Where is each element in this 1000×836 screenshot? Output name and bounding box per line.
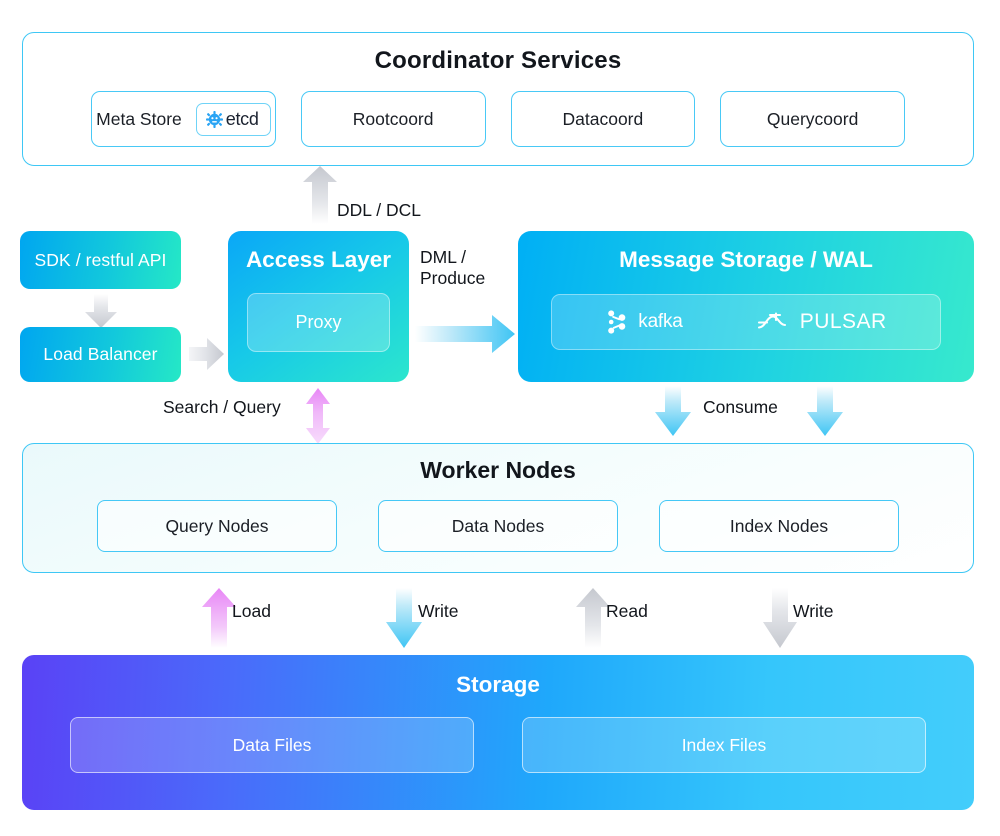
- arrow-sdk-to-lb: [85, 294, 117, 328]
- proxy-label: Proxy: [295, 312, 342, 332]
- arrow-label-dml-produce: DML / Produce: [420, 247, 486, 288]
- coordinator-services-panel: Coordinator Services Meta Store: [22, 32, 974, 166]
- data-files-label: Data Files: [232, 734, 312, 755]
- coordinator-box-meta-store[interactable]: Meta Store: [91, 91, 276, 147]
- datacoord-label: Datacoord: [562, 108, 644, 129]
- arrow-label-consume: Consume: [703, 397, 778, 417]
- storage-panel: Storage Data Files Index Files: [22, 655, 974, 810]
- arrow-label-load: Load: [232, 601, 271, 621]
- worker-boxes-row: Query Nodes Data Nodes Index Nodes: [97, 500, 899, 552]
- arrow-consume-left: [655, 386, 691, 436]
- worker-box-query-nodes[interactable]: Query Nodes: [97, 500, 337, 552]
- rootcoord-label: Rootcoord: [352, 108, 434, 129]
- pulsar-wordmark: PULSAR: [799, 310, 887, 333]
- arrow-dml-produce: [415, 315, 515, 353]
- storage-box-data-files[interactable]: Data Files: [70, 717, 474, 773]
- sdk-restful-api-box[interactable]: SDK / restful API: [20, 231, 181, 289]
- load-balancer-label: Load Balancer: [43, 344, 158, 364]
- kafka-brand[interactable]: kafka: [605, 309, 683, 335]
- arrow-write-left: [386, 588, 422, 648]
- sdk-restful-api-label: SDK / restful API: [34, 249, 167, 270]
- proxy-box[interactable]: Proxy: [247, 293, 390, 352]
- pulsar-logo-icon: [757, 311, 791, 333]
- coordinator-box-datacoord[interactable]: Datacoord: [510, 91, 696, 147]
- message-storage-wal-box[interactable]: Message Storage / WAL: [518, 231, 974, 382]
- storage-title: Storage: [456, 672, 540, 697]
- arrow-label-search-query: Search / Query: [163, 397, 281, 417]
- storage-box-index-files[interactable]: Index Files: [522, 717, 926, 773]
- arrow-lb-to-access: [189, 338, 224, 370]
- storage-boxes-row: Data Files Index Files: [70, 717, 926, 773]
- message-storage-brands-panel: kafka PULSAR: [551, 294, 941, 350]
- worker-box-index-nodes[interactable]: Index Nodes: [659, 500, 899, 552]
- pulsar-brand[interactable]: PULSAR: [757, 310, 887, 334]
- arrow-search-query: [306, 388, 330, 444]
- access-layer-title: Access Layer: [245, 247, 392, 272]
- message-storage-title: Message Storage / WAL: [619, 247, 873, 272]
- arrow-label-write-left: Write: [418, 601, 459, 621]
- load-balancer-box[interactable]: Load Balancer: [20, 327, 181, 382]
- worker-box-data-nodes[interactable]: Data Nodes: [378, 500, 618, 552]
- querycoord-label: Querycoord: [766, 108, 859, 129]
- kafka-wordmark: kafka: [638, 311, 683, 332]
- coordinator-services-title: Coordinator Services: [374, 47, 622, 74]
- kafka-logo-icon: [605, 309, 629, 335]
- coordinator-box-querycoord[interactable]: Querycoord: [720, 91, 905, 147]
- meta-store-label: Meta Store: [96, 108, 182, 129]
- access-layer-box[interactable]: Access Layer Proxy: [228, 231, 409, 382]
- data-nodes-label: Data Nodes: [451, 515, 545, 536]
- worker-nodes-panel: Worker Nodes Query Nodes Data Nodes Inde…: [22, 443, 974, 573]
- etcd-gear-icon: [205, 110, 224, 129]
- arrow-load: [202, 588, 236, 648]
- arrow-consume-right: [807, 386, 843, 436]
- arrow-label-read: Read: [606, 601, 648, 621]
- index-files-label: Index Files: [681, 734, 767, 755]
- arrow-label-write-right: Write: [793, 601, 834, 621]
- arrow-read: [576, 588, 610, 648]
- coordinator-box-rootcoord[interactable]: Rootcoord: [300, 91, 486, 147]
- arrow-write-right: [763, 588, 797, 648]
- coordinator-boxes-row: Meta Store: [91, 91, 905, 147]
- worker-nodes-title: Worker Nodes: [420, 457, 576, 483]
- arrow-ddl-dcl: [303, 166, 337, 224]
- query-nodes-label: Query Nodes: [165, 515, 269, 536]
- etcd-chip[interactable]: etcd: [195, 102, 271, 136]
- etcd-wordmark: etcd: [225, 108, 259, 129]
- arrow-label-ddl-dcl: DDL / DCL: [337, 200, 421, 220]
- index-nodes-label: Index Nodes: [729, 515, 829, 536]
